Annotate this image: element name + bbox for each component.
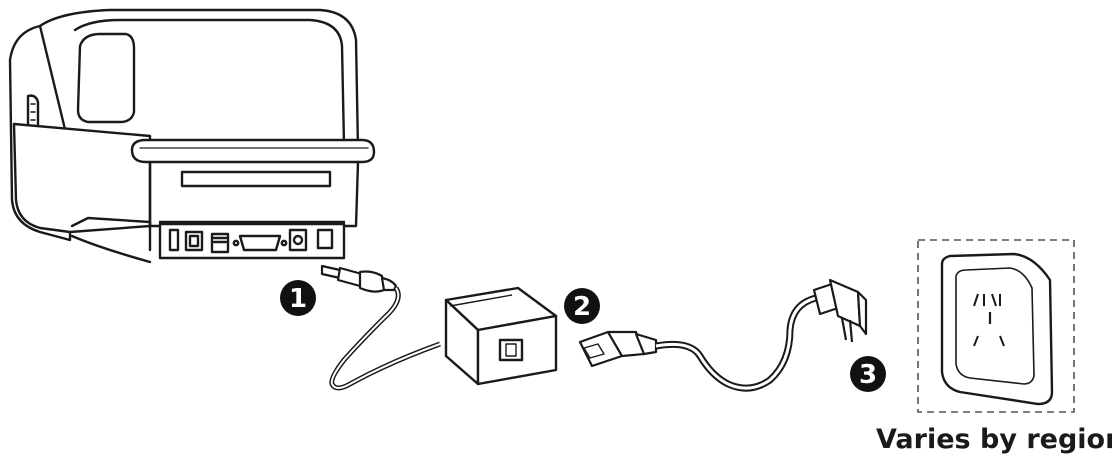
step-badge-3-number: 3	[859, 360, 877, 390]
step-badge-3: 3	[850, 356, 886, 392]
dc-cable	[329, 286, 441, 391]
region-caption: Varies by regions	[876, 424, 1112, 455]
wall-plug-icon	[812, 278, 868, 343]
power-cord	[655, 294, 818, 392]
step-badge-1: 1	[280, 280, 316, 316]
iec-connector-icon	[578, 330, 658, 368]
power-adapter-icon	[444, 286, 558, 386]
step-badge-2-number: 2	[573, 292, 591, 322]
step-badge-1-number: 1	[289, 284, 307, 314]
dc-cable-inner	[330, 287, 441, 389]
dc-plug-icon	[320, 264, 398, 293]
wall-socket-icon	[917, 239, 1075, 413]
step-badge-2: 2	[564, 288, 600, 324]
power-cord-inner	[655, 296, 817, 390]
printer-icon	[8, 8, 376, 264]
